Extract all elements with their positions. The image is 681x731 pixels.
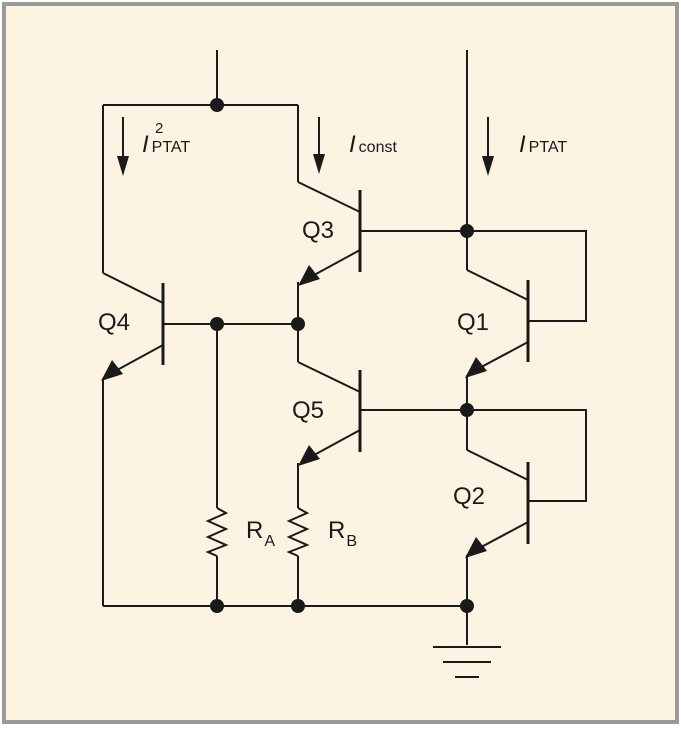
resistor-rb [286, 507, 310, 557]
wire-q2-diode-loop [467, 409, 587, 502]
wires [102, 50, 587, 645]
q3-collector-lead [297, 181, 361, 213]
resistor-subscript: A [264, 533, 275, 550]
resistor-subscript: B [346, 533, 357, 550]
label-i-ptat-squared-superscript: 2 [155, 120, 163, 137]
label-ra: RA [246, 517, 275, 550]
q1-emitter-arrow-icon [465, 357, 487, 378]
label-q1: Q1 [457, 309, 489, 336]
junction-dot [210, 599, 224, 613]
current-subscript: const [359, 139, 398, 156]
resistor-symbol: R [246, 517, 263, 544]
q3-emitter-arrow-icon [298, 265, 320, 286]
junction-dot [460, 224, 474, 238]
current-arrow-const-icon [313, 117, 325, 174]
junction-dot [210, 98, 224, 112]
current-arrow-ptat-squared-icon [117, 117, 129, 176]
resistor-symbol: R [328, 517, 345, 544]
label-rb: RB [328, 517, 357, 550]
junction-dot [210, 317, 224, 331]
junction-dot [291, 599, 305, 613]
label-q3: Q3 [302, 217, 334, 244]
current-symbol: I [142, 131, 149, 158]
label-q5: Q5 [292, 397, 324, 424]
wire-q1-diode-loop [467, 230, 587, 322]
q5-emitter-arrow-icon [298, 445, 320, 466]
label-q4: Q4 [98, 309, 130, 336]
current-subscript: PTAT [152, 139, 191, 156]
junction-dot [291, 317, 305, 331]
q4-collector-lead [102, 272, 164, 304]
junction-dot [460, 403, 474, 417]
label-q2: Q2 [453, 483, 485, 510]
current-symbol: I [519, 131, 526, 158]
resistor-ra [205, 507, 229, 557]
q1-collector-lead [466, 269, 529, 301]
junction-dots [210, 98, 474, 613]
current-symbol: I [349, 131, 356, 158]
current-subscript: PTAT [529, 139, 568, 156]
current-arrow-ptat-icon [482, 117, 494, 176]
q2-emitter-arrow-icon [465, 537, 487, 558]
q2-collector-lead [466, 449, 529, 481]
junction-dot [460, 599, 474, 613]
q4-emitter-arrow-icon [101, 360, 123, 381]
ground-icon [433, 646, 501, 678]
q5-collector-lead [297, 361, 361, 393]
